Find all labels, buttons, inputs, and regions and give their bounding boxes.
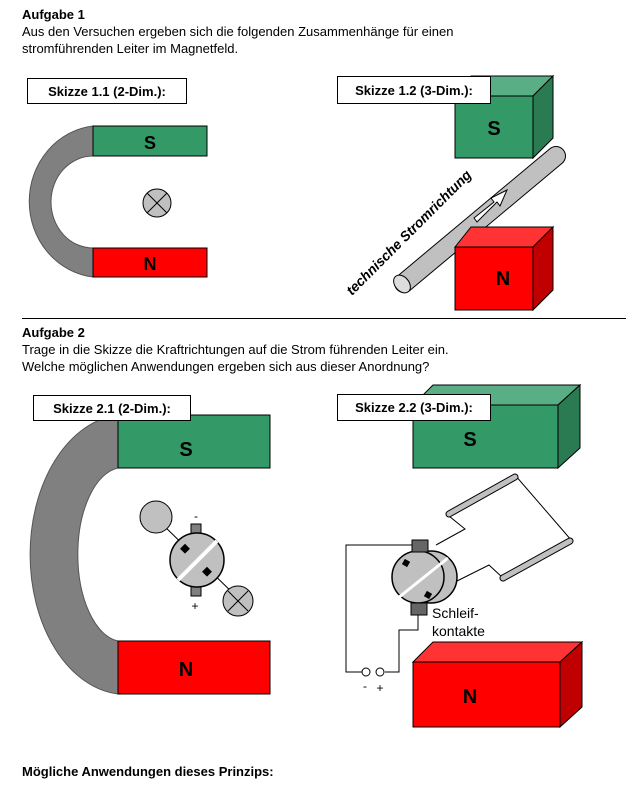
horseshoe-magnet-1-1: S N	[28, 125, 208, 278]
north-pole-bar	[92, 247, 208, 278]
north-cube-1-2: N	[453, 225, 555, 312]
brush-top-3d	[411, 539, 429, 553]
applications-label: Mögliche Anwendungen dieses Prinzips:	[22, 764, 274, 779]
south-pole-bar	[92, 125, 208, 157]
pole-s-label: S	[144, 133, 156, 153]
pole-n-label-2-1: N	[179, 659, 193, 681]
north-cube-2-2: N	[411, 640, 584, 729]
pole-s-label-2-1: S	[179, 439, 192, 461]
cube-pole-n-label: N	[496, 268, 510, 290]
terminal-minus	[361, 667, 371, 677]
plus-label-2-1: +	[191, 599, 198, 613]
cube-pole-n-label-2-2: N	[463, 686, 477, 708]
minus-label-2-2: -	[363, 679, 367, 693]
task2-text-line2: Welche möglichen Anwendungen ergeben sic…	[22, 359, 430, 374]
task1-text-line1: Aus den Versuchen ergeben sich die folge…	[22, 24, 454, 39]
contacts-label-line1: Schleif-	[432, 605, 479, 621]
sketch-2-2-label: Skizze 2.2 (3-Dim.):	[337, 394, 491, 421]
current-arrow-icon	[473, 188, 509, 223]
terminal-plus	[375, 667, 385, 677]
sketch-1-1-label: Skizze 1.1 (2-Dim.):	[27, 78, 187, 104]
sketch-1-2-label: Skizze 1.2 (3-Dim.):	[337, 76, 491, 104]
contacts-label-line2: kontakte	[432, 623, 485, 639]
cube-pole-s-label: S	[487, 118, 500, 140]
section-divider	[22, 318, 626, 319]
task2-heading: Aufgabe 2	[22, 325, 85, 340]
horseshoe-magnet-2-1: S N	[29, 414, 271, 695]
sketch-2-1-label: Skizze 2.1 (2-Dim.):	[33, 395, 191, 421]
pole-n-label: N	[144, 254, 157, 274]
cube-pole-s-label-2-2: S	[463, 429, 476, 451]
task1-text-line2: stromführenden Leiter im Magnetfeld.	[22, 41, 239, 56]
rotor-2d: - +	[139, 500, 254, 617]
task1-heading: Aufgabe 1	[22, 7, 85, 22]
conductor-out-icon	[139, 500, 173, 534]
task2-text-line1: Trage in die Skizze die Kraftrichtungen …	[22, 342, 449, 357]
conductor-into-page-icon	[142, 188, 172, 218]
plus-label-2-2: +	[376, 681, 383, 695]
minus-label-2-1: -	[194, 509, 198, 523]
motor-loop-3d: - + Schleif- kontakte	[345, 473, 574, 695]
brush-bottom-3d	[410, 602, 428, 616]
